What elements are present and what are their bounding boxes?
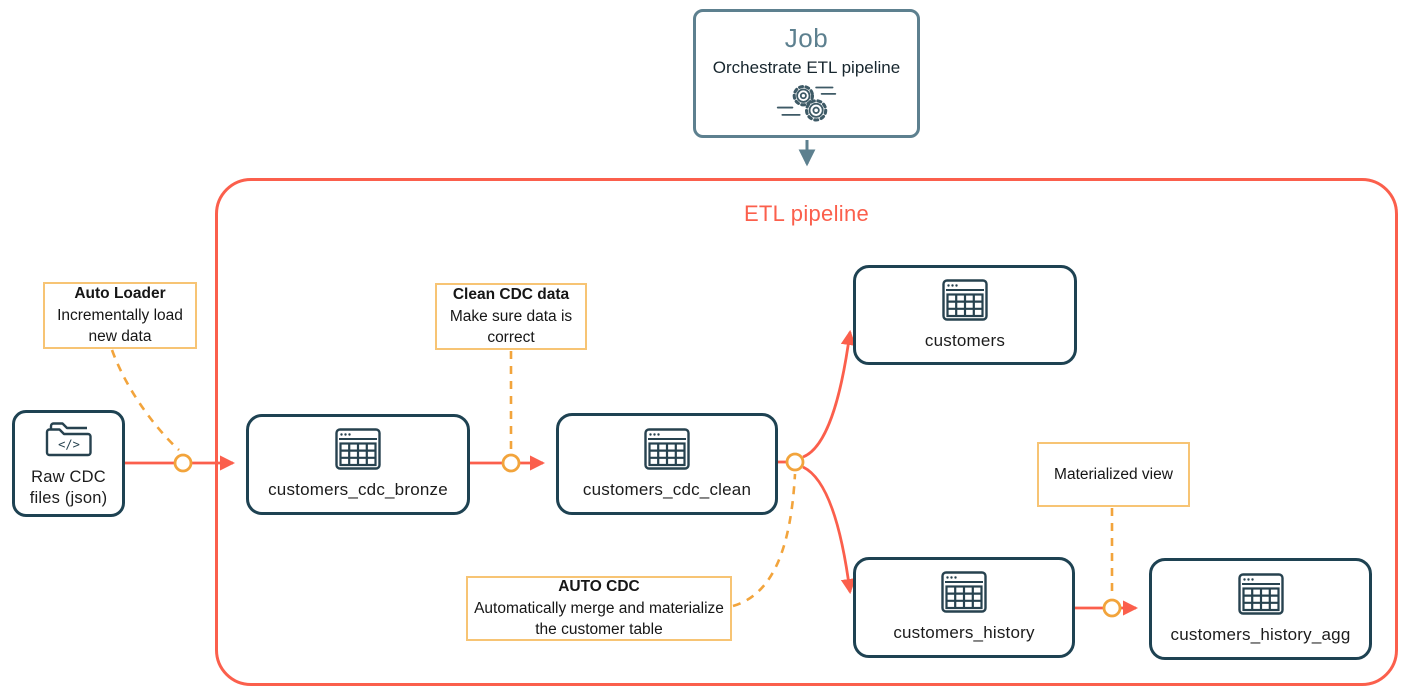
etl-pipeline-container: ETL pipeline xyxy=(215,178,1398,686)
node-customers: customers xyxy=(853,265,1077,365)
table-icon xyxy=(644,428,690,470)
job-card: Job Orchestrate ETL pipeline xyxy=(693,9,920,138)
node-customers-history: customers_history xyxy=(853,557,1075,658)
table-icon xyxy=(942,279,988,321)
flow-node-auto-loader xyxy=(173,453,193,473)
job-title: Job xyxy=(784,23,829,53)
node-label: Raw CDC files (json) xyxy=(29,468,108,507)
node-label: customers xyxy=(924,330,1006,350)
annotation-body: Incrementally load new data xyxy=(57,306,183,346)
node-label: customers_cdc_clean xyxy=(582,479,752,499)
table-icon xyxy=(1238,573,1284,615)
annotation-body: Materialized view xyxy=(1054,465,1173,483)
table-icon xyxy=(941,571,987,613)
annotation-body: Automatically merge and materialize the … xyxy=(474,599,724,639)
annotation-title: Clean CDC data xyxy=(452,286,570,304)
node-label: customers_cdc_bronze xyxy=(268,480,448,500)
job-subtitle: Orchestrate ETL pipeline xyxy=(712,58,901,77)
annotation-clean-cdc-data: Clean CDC data Make sure data is correct xyxy=(435,283,587,350)
gears-icon xyxy=(775,82,839,124)
node-customers-cdc-bronze: customers_cdc_bronze xyxy=(246,414,470,515)
table-icon xyxy=(335,428,381,470)
annotation-auto-loader: Auto Loader Incrementally load new data xyxy=(43,282,197,349)
annotation-materialized-view: Materialized view xyxy=(1037,442,1190,507)
node-raw-cdc-files: Raw CDC files (json) xyxy=(12,410,125,517)
etl-pipeline-label: ETL pipeline xyxy=(743,201,870,226)
node-customers-history-agg: customers_history_agg xyxy=(1149,558,1372,660)
node-customers-cdc-clean: customers_cdc_clean xyxy=(556,413,778,515)
annotation-title: AUTO CDC xyxy=(558,578,640,596)
annotation-body: Make sure data is correct xyxy=(449,307,573,347)
annotation-title: Auto Loader xyxy=(74,285,166,303)
annotation-auto-cdc: AUTO CDC Automatically merge and materia… xyxy=(466,576,732,641)
folder-code-icon xyxy=(43,418,95,458)
node-label: customers_history xyxy=(893,623,1035,643)
node-label: customers_history_agg xyxy=(1170,624,1351,644)
